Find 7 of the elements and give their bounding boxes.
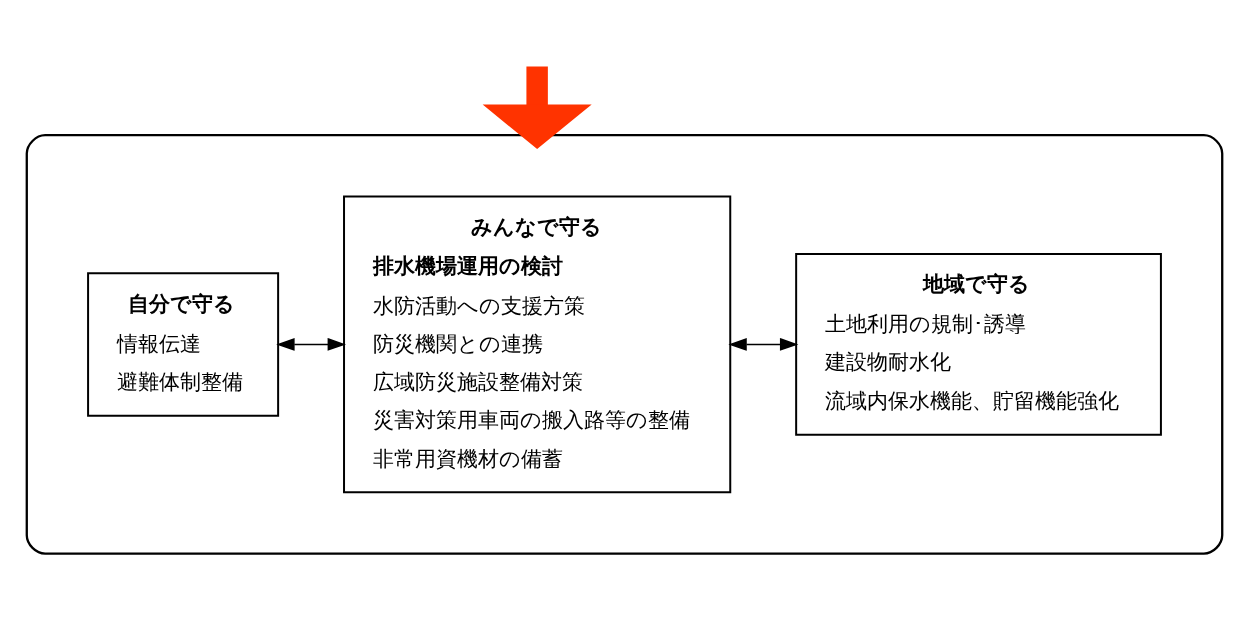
node-box: 地域で守る 土地利用の規制･誘導 建設物耐水化 流域内保水機能、貯留機能強化 (795, 252, 1162, 436)
arrow (728, 337, 799, 351)
arrow (276, 337, 346, 351)
arrow (482, 65, 592, 149)
node-box: 自分で守る 情報伝達 避難体制整備 (87, 271, 280, 417)
cluster (25, 133, 1224, 555)
node-box: みんなで守る 排水機場運用の検討 水防活動への支援方策 防災機関との連携 広域防災施設整備対策 災害対策用車両の搬入路等の整備 非常用資機材の備蓄 (343, 195, 732, 493)
